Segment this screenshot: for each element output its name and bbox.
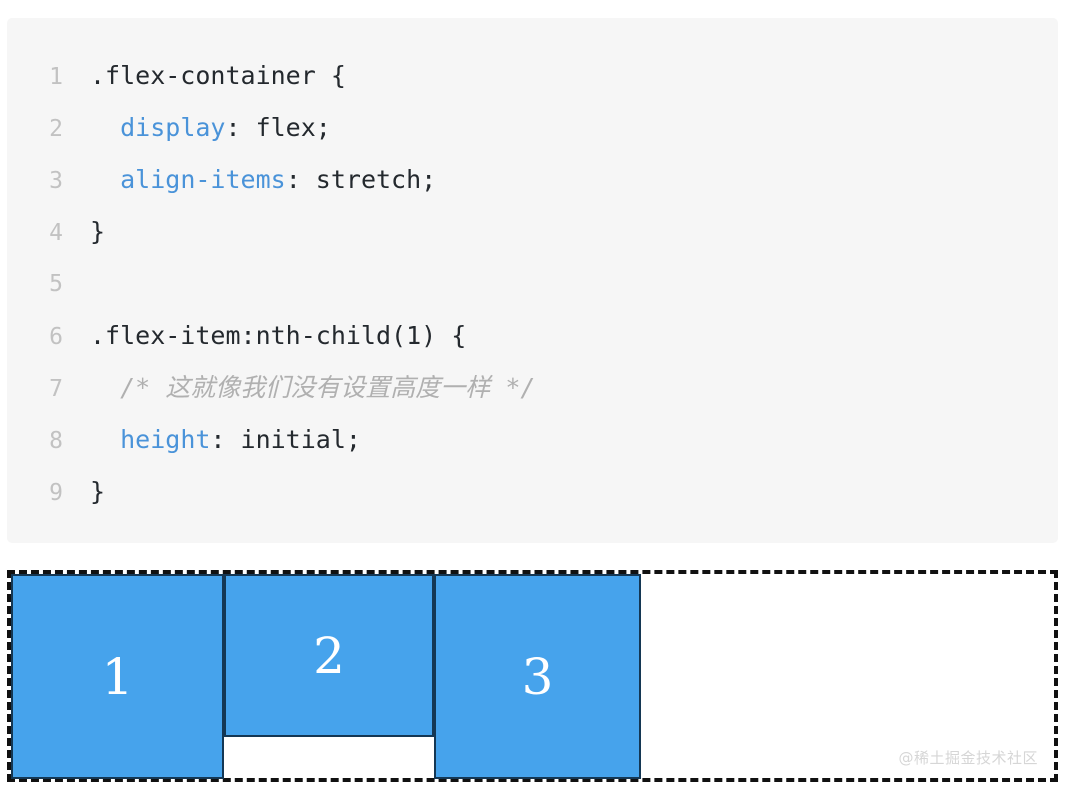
- code-token-plain: : stretch;: [285, 165, 437, 194]
- code-token-prop: height: [120, 425, 211, 454]
- line-number: 6: [49, 324, 63, 350]
- code-token-plain: [90, 113, 120, 142]
- line-number: 2: [49, 116, 63, 142]
- flex-item-2: 2: [224, 574, 434, 737]
- line-number: 7: [49, 376, 63, 402]
- code-line: 4}: [7, 206, 1058, 258]
- code-line: 8 height: initial;: [7, 414, 1058, 466]
- flex-item-3: 3: [434, 574, 641, 779]
- flex-item-label: 2: [313, 626, 345, 685]
- flex-item-label: 1: [101, 647, 134, 706]
- code-block: 1.flex-container {2 display: flex;3 alig…: [7, 18, 1058, 543]
- code-token-plain: [90, 373, 120, 402]
- code-token-plain: .flex-item:nth-child(1) {: [90, 321, 467, 350]
- line-number: 1: [49, 64, 63, 90]
- code-line-text: .flex-item:nth-child(1) {: [63, 310, 466, 362]
- code-token-prop: align-items: [120, 165, 286, 194]
- line-number: 8: [49, 428, 63, 454]
- code-token-plain: }: [90, 217, 106, 246]
- code-token-plain: }: [90, 477, 106, 506]
- code-token-comment: /* 这就像我们没有设置高度一样 */: [120, 373, 536, 402]
- code-token-plain: .flex-container {: [90, 61, 346, 90]
- code-line-text: height: initial;: [63, 414, 361, 466]
- code-token-plain: [90, 425, 120, 454]
- code-line: 6 .flex-item:nth-child(1) {: [7, 310, 1058, 362]
- code-line: 2 display: flex;: [7, 102, 1058, 154]
- flex-item-1: 1: [11, 574, 224, 779]
- code-line: 7 /* 这就像我们没有设置高度一样 */: [7, 362, 1058, 414]
- code-token-plain: [90, 165, 120, 194]
- flex-item-label: 3: [521, 647, 554, 706]
- line-number: 9: [49, 480, 63, 506]
- code-line-text: align-items: stretch;: [63, 154, 436, 206]
- code-token-prop: display: [120, 113, 226, 142]
- code-line: 1 .flex-container {: [7, 50, 1058, 102]
- line-number: 4: [49, 220, 63, 246]
- code-line-list: 1.flex-container {2 display: flex;3 alig…: [7, 50, 1058, 518]
- flex-container-diagram: 1 2 3 @稀土掘金技术社区: [7, 570, 1058, 782]
- line-number: 5: [49, 271, 63, 297]
- line-number: 3: [49, 168, 63, 194]
- code-line: 3 align-items: stretch;: [7, 154, 1058, 206]
- code-token-plain: : flex;: [225, 113, 331, 142]
- code-line-text: }: [63, 206, 105, 258]
- code-line-text: /* 这就像我们没有设置高度一样 */: [63, 362, 535, 414]
- watermark: @稀土掘金技术社区: [898, 749, 1038, 767]
- code-line-text: }: [63, 466, 105, 518]
- code-line: 5: [7, 258, 1058, 310]
- code-line: 9}: [7, 466, 1058, 518]
- code-line-text: display: flex;: [63, 102, 331, 154]
- flex-item-row: 1 2 3: [11, 574, 641, 779]
- code-line-text: .flex-container {: [63, 50, 346, 102]
- code-token-plain: : initial;: [210, 425, 361, 454]
